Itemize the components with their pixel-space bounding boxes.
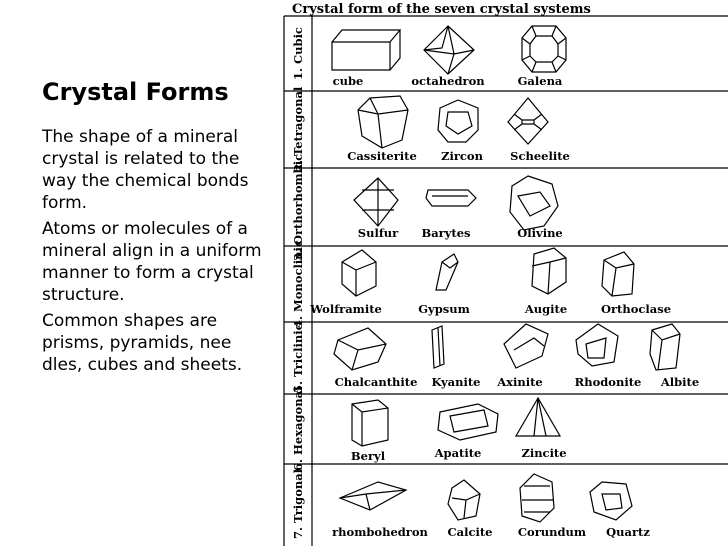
mineral-label: Zircon (441, 149, 483, 163)
mineral-label: Gypsum (418, 302, 470, 316)
mineral-label: Rhodonite (574, 375, 642, 389)
mineral-label: Zincite (521, 446, 567, 460)
mineral-label: Scheelite (510, 149, 570, 163)
apatite-crystal (437, 403, 499, 441)
row-label-triclinic: 5. Triclinic (291, 323, 305, 393)
mineral-label: Calcite (447, 525, 493, 539)
chalcanthite-crystal (333, 327, 387, 371)
zincite-crystal (514, 396, 562, 437)
row-label-trigonal: 7. Trigonal (291, 468, 305, 540)
mineral-label: Albite (660, 375, 700, 389)
slide-title: Crystal Forms (42, 78, 229, 106)
orthoclase-crystal (601, 251, 635, 297)
mineral-label: rhombohedron (332, 525, 428, 539)
quartz-crystal (589, 481, 633, 521)
rhombohedron-crystal (338, 481, 408, 511)
mineral-label: octahedron (411, 74, 485, 88)
slide-body: The shape of a mineral crystal is relate… (42, 126, 274, 380)
row-label-cubic: 1. Cubic (291, 27, 305, 81)
cassiterite-crystal (357, 95, 409, 149)
mineral-label: Augite (524, 302, 568, 316)
row-label-hexagonal: 6. Hexagonal (291, 386, 305, 472)
axinite-crystal (503, 323, 549, 369)
mineral-label: Orthoclase (600, 302, 672, 316)
octahedron-crystal (423, 25, 475, 75)
mineral-label: cube (332, 74, 364, 88)
gypsum-crystal (435, 253, 459, 291)
mineral-label: Kyanite (431, 375, 481, 389)
wolframite-crystal (341, 249, 377, 297)
figure-title: Crystal form of the seven crystal system… (292, 2, 591, 17)
row-label-orthorhombic: 3. Orthorhombic (291, 153, 305, 261)
mineral-label: Axinite (497, 375, 543, 389)
mineral-label: Sulfur (357, 226, 399, 240)
row-label-monoclinic: 4. Monoclinic (291, 240, 305, 328)
cube-crystal (331, 29, 402, 71)
scheelite-crystal (507, 97, 549, 145)
mineral-label: Quartz (606, 525, 650, 539)
mineral-label: Olivine (517, 226, 563, 240)
corundum-crystal (519, 473, 555, 523)
crystal-figure-drawing (283, 15, 728, 546)
mineral-label: Cassiterite (347, 149, 417, 163)
augite-crystal (531, 247, 567, 295)
paragraph-1: The shape of a mineral crystal is relate… (42, 127, 249, 213)
mineral-label: Corundum (517, 525, 587, 539)
mineral-label: Galena (517, 74, 563, 88)
sulfur-crystal (353, 177, 399, 227)
calcite-crystal (447, 479, 481, 521)
olivine-crystal (509, 175, 559, 231)
mineral-label: Barytes (421, 226, 471, 240)
paragraph-2: Atoms or molecules of a mineral align in… (42, 219, 262, 305)
mineral-label: Beryl (350, 449, 386, 463)
mineral-label: Apatite (434, 446, 482, 460)
barytes-crystal (425, 189, 477, 207)
crystal-systems-figure: Crystal form of the seven crystal system… (282, 0, 728, 546)
kyanite-crystal (431, 325, 445, 369)
beryl-crystal (351, 399, 389, 447)
zircon-crystal (437, 99, 479, 143)
rhodonite-crystal (575, 323, 619, 367)
galena-crystal (521, 25, 567, 73)
mineral-label: Wolframite (310, 302, 382, 316)
paragraph-3: Common shapes are prisms, pyramids, nee … (42, 311, 243, 375)
albite-crystal (649, 323, 681, 371)
mineral-label: Chalcanthite (334, 375, 418, 389)
